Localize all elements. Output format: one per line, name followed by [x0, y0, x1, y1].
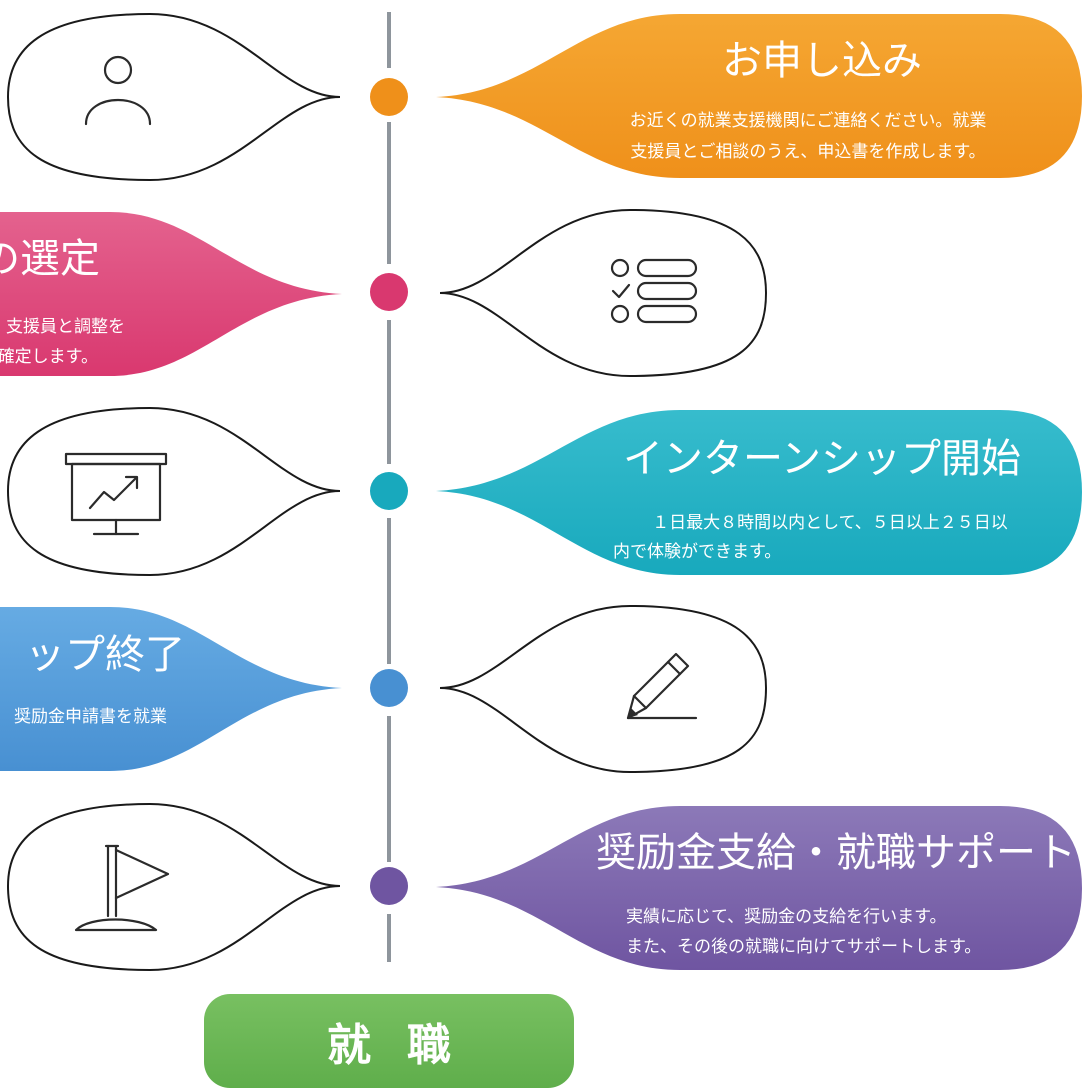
step-internship-end-icon-bubble: [439, 604, 768, 774]
step-apply-desc-line2: 支援員とご相談のうえ、申込書を作成します。: [630, 142, 985, 162]
step-selection: の選定 支援員と調整を 確定します。: [0, 208, 768, 378]
step-apply-icon-bubble: [6, 12, 341, 182]
step-subsidy-support-desc-line1: 実績に応じて、奨励金の支給を行います。: [626, 907, 946, 927]
person-icon: [84, 55, 152, 126]
step-internship-start-desc-line2: 内で体験ができます。: [613, 542, 781, 562]
step-subsidy-support-dot: [370, 867, 408, 905]
step-subsidy-support-bubble: [436, 806, 1082, 970]
step-apply-desc-line1: お近くの就業支援機関にご連絡ください。就業: [630, 111, 987, 131]
step-apply-dot: [370, 78, 408, 116]
step-apply-title: お申し込み: [722, 38, 922, 84]
step-internship-end-bubble: [0, 607, 342, 771]
step-apply: お申し込み お近くの就業支援機関にご連絡ください。就業 支援員とご相談のうえ、申…: [6, 12, 1082, 182]
step-selection-bubble: [0, 212, 342, 376]
step-internship-end-title: ップ終了: [25, 632, 185, 678]
step-internship-start-icon-bubble: [6, 406, 341, 577]
checklist-icon: [610, 258, 698, 324]
step-selection-desc-line2: 確定します。: [0, 347, 98, 367]
step-internship-start-dot: [370, 472, 408, 510]
step-internship-start-desc-line1: １日最大８時間以内として、５日以上２５日以: [652, 513, 1008, 533]
finish-employment-box: 就職: [204, 994, 574, 1088]
step-internship-end-desc-line1: 奨励金申請書を就業: [14, 707, 167, 727]
flag-icon: [74, 844, 170, 932]
step-internship-start-title: インターンシップ開始: [623, 436, 1021, 482]
step-internship-end: ップ終了 奨励金申請書を就業: [0, 604, 768, 774]
step-selection-title: の選定: [0, 236, 100, 282]
step-selection-icon-bubble: [439, 208, 768, 378]
step-subsidy-support-icon-bubble: [6, 802, 341, 972]
step-subsidy-support-desc-line2: また、その後の就職に向けてサポートします。: [626, 937, 981, 957]
step-subsidy-support: 奨励金支給・就職サポート 実績に応じて、奨励金の支給を行います。 また、その後の…: [6, 802, 1082, 972]
step-selection-desc-line1: 支援員と調整を: [6, 317, 125, 337]
step-subsidy-support-title: 奨励金支給・就職サポート: [596, 830, 1076, 876]
step-internship-start-bubble: [436, 410, 1082, 575]
step-internship-end-dot: [370, 669, 408, 707]
step-apply-bubble: [436, 14, 1082, 178]
step-selection-dot: [370, 273, 408, 311]
finish-employment-label: 就職: [327, 1020, 487, 1071]
pencil-icon: [626, 652, 698, 720]
chart-presentation-icon: [64, 452, 168, 536]
step-internship-start: インターンシップ開始 １日最大８時間以内として、５日以上２５日以 内で体験ができ…: [6, 406, 1082, 577]
